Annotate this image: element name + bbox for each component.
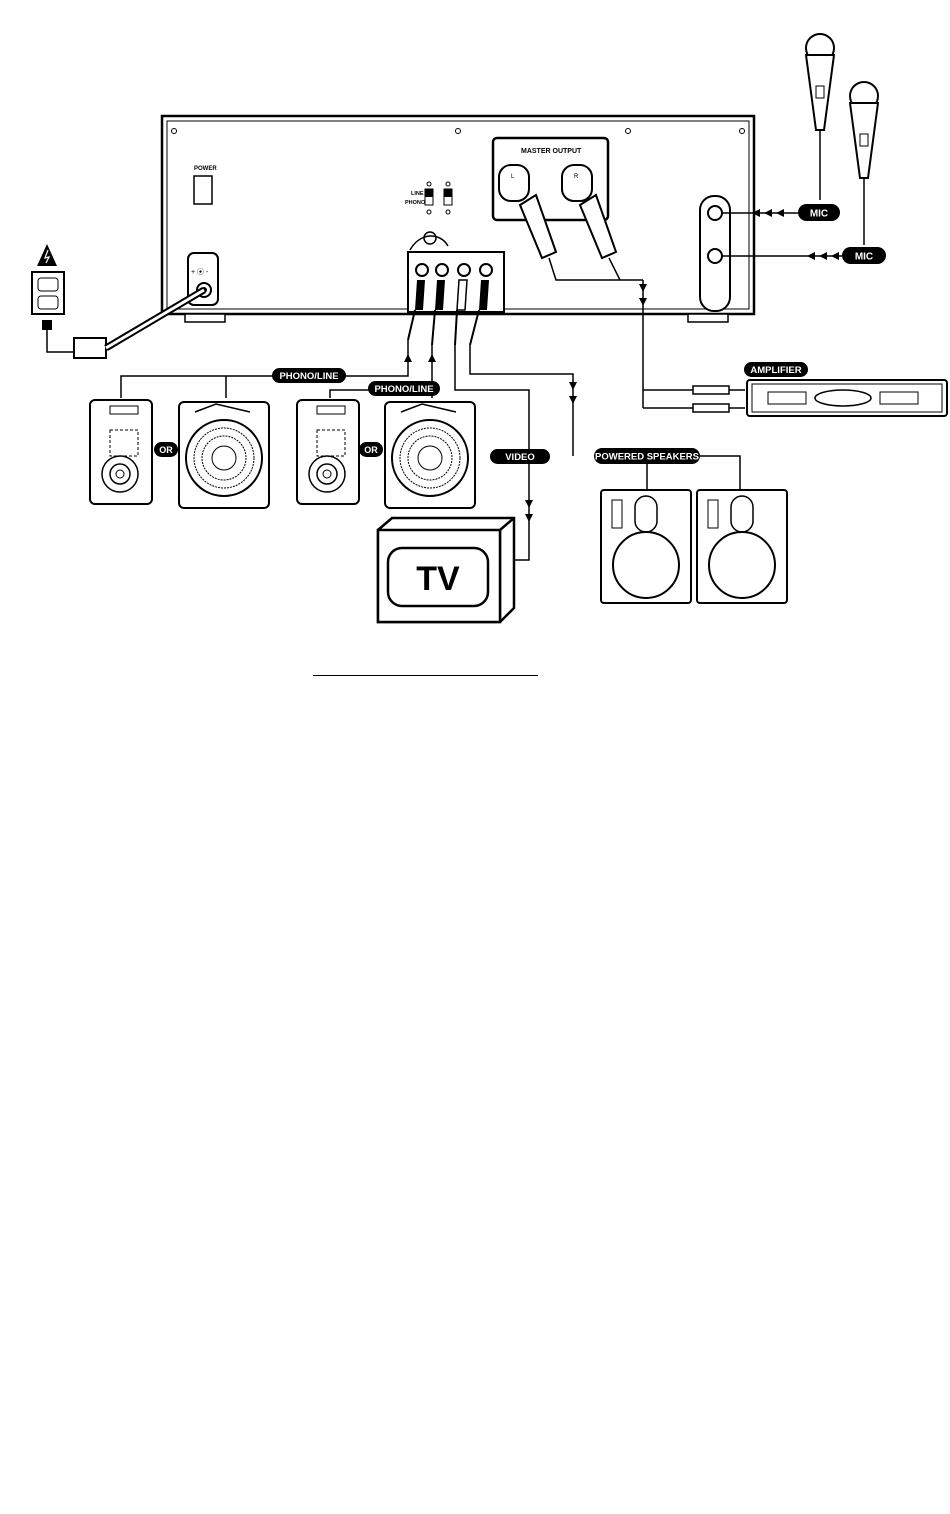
mic-label-text-2: MIC: [855, 252, 873, 263]
phono-line-text-2: PHONO/LINE: [374, 384, 433, 395]
tv-text: TV: [416, 560, 460, 598]
microphone-1: [806, 34, 834, 200]
horizontal-rule: [313, 675, 538, 676]
phono-line-label-1: PHONO/LINE: [272, 368, 346, 383]
video-label: VIDEO: [490, 449, 550, 464]
wall-outlet: [32, 244, 64, 330]
amplifier-text: AMPLIFIER: [750, 365, 801, 376]
or-label-2: OR: [359, 442, 383, 457]
cd-player-2: [297, 400, 359, 504]
tv: TV: [378, 518, 514, 622]
or-label-1: OR: [154, 442, 178, 457]
powered-speakers-text: POWERED SPEAKERS: [595, 452, 699, 463]
power-label: POWER: [194, 166, 217, 172]
turntable-1: [179, 402, 269, 508]
power-jack-label: + ⦿ -: [191, 268, 209, 276]
microphone-2: [850, 82, 878, 245]
or-text-2: OR: [364, 445, 378, 455]
powered-speaker-2: [697, 490, 787, 603]
switch-phono-label: PHONO: [405, 200, 426, 206]
switch-line-label: LINE: [411, 191, 424, 197]
amplifier: [747, 380, 947, 416]
amplifier-label: AMPLIFIER: [744, 362, 808, 377]
mic-label-2: MIC: [842, 247, 886, 264]
xlr-right-label: R: [574, 174, 579, 180]
powered-speakers-label: POWERED SPEAKERS: [594, 448, 700, 464]
turntable-2: [385, 402, 475, 508]
or-text-1: OR: [159, 445, 173, 455]
video-text: VIDEO: [505, 452, 535, 463]
phono-line-text-1: PHONO/LINE: [279, 371, 338, 382]
phono-line-label-2: PHONO/LINE: [368, 381, 440, 396]
mic-label-1: MIC: [798, 204, 840, 221]
cd-player-1: [90, 400, 152, 504]
speaker-cable: [470, 345, 740, 490]
power-adapter: [47, 290, 204, 358]
powered-speaker-1: [601, 490, 691, 603]
connection-diagram: POWER + ⦿ - LINE PHONO: [0, 0, 950, 700]
master-output-label: MASTER OUTPUT: [521, 148, 582, 155]
mic-label-text-1: MIC: [810, 209, 828, 220]
